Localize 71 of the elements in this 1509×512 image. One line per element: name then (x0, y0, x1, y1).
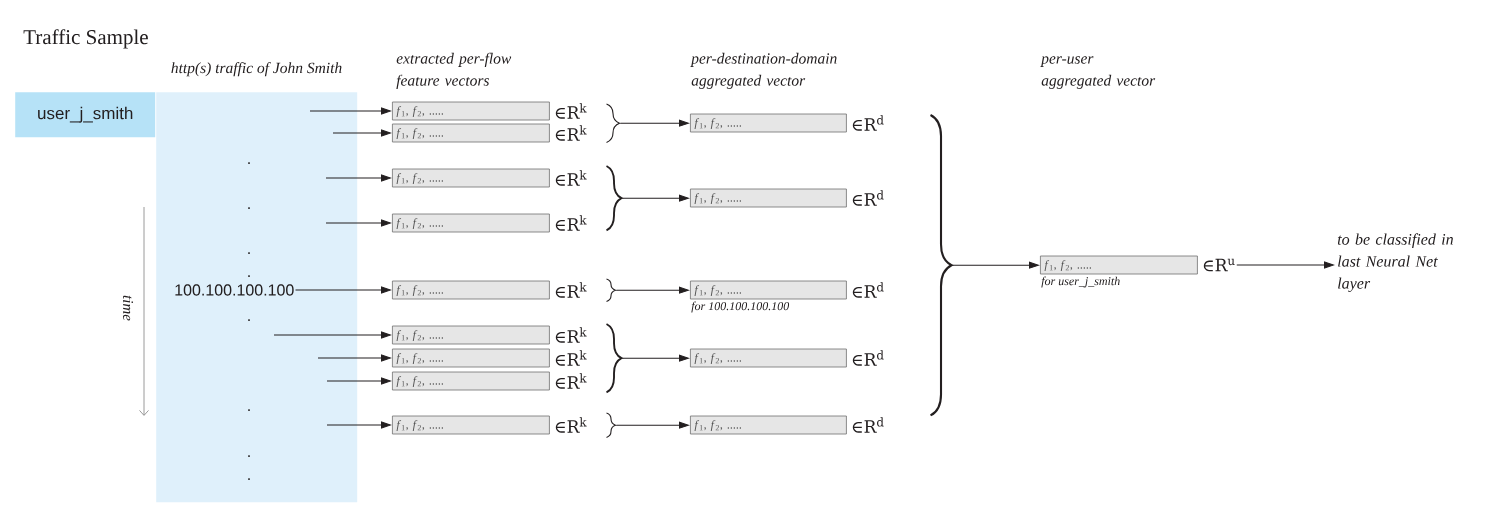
vector-box: f$_{1}$, f$_{2}$, ..... (690, 188, 847, 208)
arrow (621, 194, 689, 202)
arrow (615, 421, 689, 429)
user-box: user_j_smith (15, 92, 156, 138)
brace (605, 323, 623, 394)
address-text: 100.100.100.100 (175, 284, 294, 296)
space-label: ∈R$^{u}$ (1203, 258, 1235, 272)
arrow (295, 286, 391, 294)
column-heading: per-user aggregated vector (1040, 56, 1156, 89)
brace (605, 165, 623, 232)
arrow (326, 421, 391, 429)
space-label: ∈R$^{d}$ (852, 282, 884, 298)
arrow (619, 119, 689, 127)
space-label: ∈R$^{d}$ (852, 115, 884, 131)
space-label: ∈R$^{k}$ (555, 282, 587, 298)
arrow (325, 174, 391, 182)
ellipsis-dot: . (248, 478, 250, 480)
vector-box: f$_{1}$, f$_{2}$, ..... (392, 213, 550, 233)
arrow (332, 129, 391, 137)
arrow (273, 331, 391, 339)
ellipsis-dot: . (248, 207, 250, 209)
ellipsis-dot: . (248, 455, 250, 457)
brace (605, 103, 621, 143)
space-label: ∈R$^{d}$ (852, 190, 884, 206)
brace (929, 114, 953, 417)
arrow (951, 261, 1039, 269)
arrow (325, 219, 391, 227)
space-label: ∈R$^{k}$ (555, 170, 587, 186)
ellipsis-dot: . (248, 409, 250, 411)
vector-box: f$_{1}$, f$_{2}$, ..... (392, 348, 550, 368)
vector-box: f$_{1}$, f$_{2}$, ..... (392, 415, 550, 435)
space-label: ∈R$^{k}$ (555, 103, 587, 119)
brace (605, 278, 617, 302)
arrow (1236, 261, 1334, 269)
space-label: ∈R$^{k}$ (555, 350, 587, 366)
vector-box: f$_{1}$, f$_{2}$, ..... (690, 113, 847, 133)
vector-box: f$_{1}$, f$_{2}$, ..... (690, 415, 847, 435)
brace (605, 412, 617, 438)
vector-box: f$_{1}$, f$_{2}$, ..... (690, 280, 847, 300)
space-label: ∈R$^{k}$ (555, 125, 587, 141)
output-note: to be classified in last Neural Net layer (1337, 233, 1453, 293)
column-heading: per-destination-domain aggregated vector (690, 52, 837, 89)
vector-box: f$_{1}$, f$_{2}$, ..... (392, 101, 550, 121)
vector-box: f$_{1}$, f$_{2}$, ..... (392, 123, 550, 143)
arrow (317, 354, 391, 362)
ellipsis-dot: . (248, 275, 250, 277)
arrow (621, 354, 689, 362)
vector-caption: for 100.100.100.100 (691, 301, 790, 313)
vector-box: f$_{1}$, f$_{2}$, ..... (1040, 255, 1198, 275)
vector-box: f$_{1}$, f$_{2}$, ..... (392, 168, 550, 188)
space-label: ∈R$^{d}$ (852, 417, 884, 433)
axis-label: time (122, 295, 134, 321)
vector-caption: for user_j_smith (1041, 276, 1120, 288)
space-label: ∈R$^{k}$ (555, 373, 587, 389)
vector-box: f$_{1}$, f$_{2}$, ..... (392, 325, 550, 345)
arrow (326, 377, 391, 385)
ellipsis-dot: . (248, 319, 250, 321)
space-label: ∈R$^{k}$ (555, 327, 587, 343)
vector-box: f$_{1}$, f$_{2}$, ..... (392, 371, 550, 391)
vector-box: f$_{1}$, f$_{2}$, ..... (690, 348, 847, 368)
arrow (309, 107, 391, 115)
space-label: ∈R$^{k}$ (555, 215, 587, 231)
vector-box: f$_{1}$, f$_{2}$, ..... (392, 280, 550, 300)
space-label: ∈R$^{k}$ (555, 417, 587, 433)
ellipsis-dot: . (248, 252, 250, 254)
ellipsis-dot: . (248, 162, 250, 164)
title: Traffic Sample (23, 29, 148, 49)
space-label: ∈R$^{d}$ (852, 350, 884, 366)
column-heading: extracted per-flow feature vectors (396, 52, 512, 89)
arrow (615, 286, 689, 294)
panel-heading: http(s) traffic of John Smith (171, 62, 342, 77)
